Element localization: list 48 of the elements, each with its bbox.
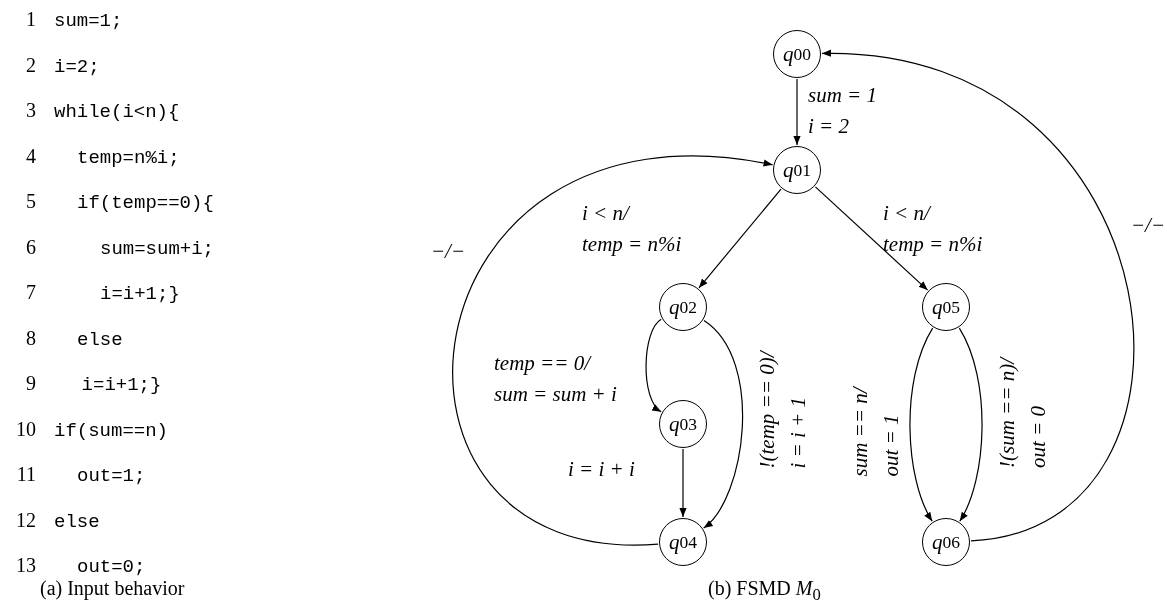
transition-arrow — [679, 448, 687, 518]
code-line: i=i+1;} — [81, 374, 162, 396]
transition-label: −/− — [429, 238, 467, 265]
transition-arrow — [958, 327, 983, 522]
code-line: i=2; — [54, 55, 100, 78]
line-number: 11 — [15, 463, 36, 486]
line-number: 2 — [25, 53, 36, 77]
transition-label: sum = 1 i = 2 — [808, 82, 878, 140]
transition-arrow — [452, 155, 774, 545]
code-line: sum=1; — [54, 10, 123, 32]
transition-arrow — [703, 319, 743, 529]
line-number: 9 — [25, 372, 36, 395]
transition-arrow — [909, 327, 934, 522]
transition-label: i < n/ temp = n%i — [582, 200, 682, 258]
transition-label: temp == 0/ sum = sum + i — [494, 350, 617, 408]
transition-label: !(sum == n)/ out = 0 — [994, 358, 1051, 468]
code-line: if(sum==n) — [54, 419, 169, 442]
subfigure-caption: (a) Input behavior — [40, 577, 185, 600]
code-line: else — [54, 510, 100, 533]
transition-arrow — [793, 78, 801, 146]
line-number: 13 — [15, 554, 36, 577]
transition-label: sum == n/ out = 1 — [847, 387, 904, 477]
subfigure-caption: (b) FSMD M$_{0}$ — [708, 577, 821, 605]
code-line: temp=n%i; — [77, 146, 180, 169]
line-number: 8 — [25, 326, 36, 350]
line-number: 12 — [15, 508, 36, 532]
line-number: 7 — [25, 281, 36, 304]
code-line: else — [77, 328, 123, 351]
transition-arrow — [814, 186, 929, 291]
line-number: 1 — [25, 8, 36, 31]
code-line: if(temp==0){ — [77, 192, 214, 214]
transition-label: !(temp == 0)/ i = i + 1 — [754, 351, 811, 469]
transition-arrow — [821, 50, 1135, 542]
line-number: 5 — [25, 190, 36, 213]
transition-label: i = i + i — [568, 456, 636, 483]
code-line: while(i<n){ — [54, 101, 180, 123]
transition-label: −/− — [1129, 212, 1167, 239]
line-number: 6 — [25, 235, 36, 259]
line-number: 10 — [15, 417, 36, 441]
transition-arrow — [698, 188, 782, 289]
line-number: 3 — [25, 99, 36, 122]
code-line: i=i+1;} — [100, 283, 180, 305]
transition-label: i < n/ temp = n%i — [883, 200, 983, 258]
code-line: sum=sum+i; — [100, 237, 215, 260]
transition-arrow — [645, 318, 662, 413]
line-number: 4 — [25, 144, 36, 168]
code-line: out=1; — [77, 465, 146, 487]
code-line: out=0; — [77, 556, 146, 578]
